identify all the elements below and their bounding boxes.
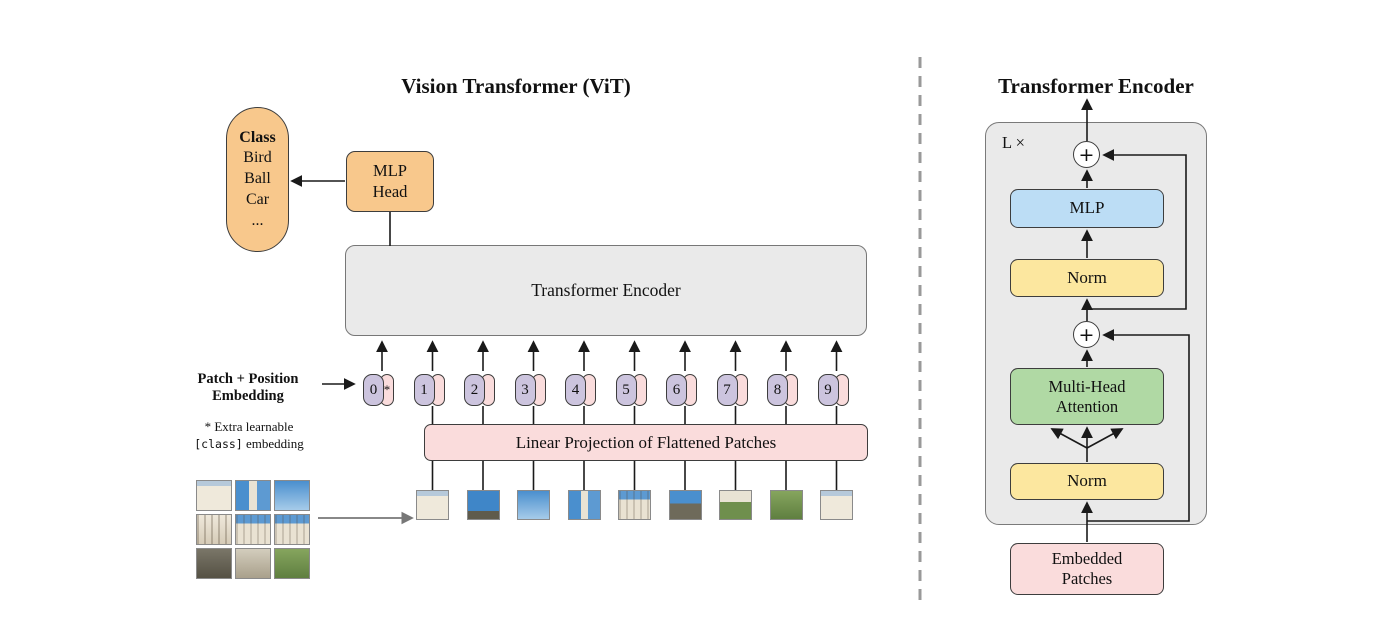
norm-block-top: Norm [1010, 259, 1164, 297]
flattened-patch-3 [517, 490, 550, 520]
patch-position-embedding-label: Patch + Position Embedding [178, 371, 318, 406]
embedding-token-5: 5 [615, 374, 647, 406]
image-patch-cell [274, 514, 310, 545]
position-embedding-0: 0 [363, 374, 384, 406]
flattened-patch-5 [618, 490, 651, 520]
mlp-head-box: MLP Head [346, 151, 434, 212]
position-embedding-9: 9 [817, 374, 839, 406]
extra-learnable-note: * Extra learnable [class] embedding [168, 419, 330, 453]
position-embedding-7: 7 [716, 374, 738, 406]
norm-block-bottom: Norm [1010, 463, 1164, 500]
flattened-patch-1 [416, 490, 449, 520]
position-embedding-1: 1 [413, 374, 435, 406]
embedding-token-8: 8 [767, 374, 798, 406]
class-pill-item: Bird [243, 149, 272, 167]
linear-projection-label: Linear Projection of Flattened Patches [515, 432, 777, 452]
note-line2: [class] embedding [168, 436, 330, 453]
embedded-patches-block: Embedded Patches [1010, 543, 1164, 595]
position-embedding-5: 5 [615, 374, 637, 406]
flattened-patch-7 [719, 490, 752, 520]
position-embedding-4: 4 [565, 374, 586, 406]
embedding-token-6: 6 [666, 374, 697, 406]
image-patch-cell [196, 548, 232, 579]
class-pill-item: Ball [244, 170, 271, 188]
norm-top-label: Norm [1067, 267, 1107, 287]
residual-add-icon: + [1073, 141, 1100, 168]
flattened-patch-2 [466, 490, 500, 520]
class-pill-title: Class [239, 128, 276, 146]
embedding-token-7: 7 [716, 374, 748, 406]
embedding-token-1: 1 [413, 374, 445, 406]
layer-repeat-label: L × [1002, 133, 1025, 152]
embedding-token-9: 9 [817, 374, 849, 406]
class-token-code: [class] [194, 436, 243, 451]
image-patch-cell [235, 514, 271, 545]
position-embedding-3: 3 [514, 374, 536, 406]
transformer-encoder-label: Transformer Encoder [531, 280, 681, 300]
embedding-token-0: 0 * [363, 374, 394, 406]
image-patch-cell [235, 548, 271, 579]
linear-projection-box: Linear Projection of Flattened Patches [424, 424, 868, 461]
encoder-detail-title: Transformer Encoder [998, 74, 1194, 98]
image-patch-cell [196, 514, 232, 545]
embedded-patches-line1: Embedded [1051, 549, 1123, 569]
image-patch-cell [274, 548, 310, 579]
flattened-patch-4 [567, 490, 601, 520]
image-patch-cell [235, 480, 271, 511]
class-pill-item: Car [245, 190, 270, 208]
mlp-block: MLP [1010, 189, 1164, 228]
patch-position-line1: Patch + Position [197, 371, 299, 387]
plus-icon: + [1078, 323, 1095, 346]
flattened-patch-6 [668, 490, 702, 520]
embedding-token-3: 3 [514, 374, 546, 406]
mlp-label: MLP [1069, 198, 1105, 218]
position-embedding-6: 6 [666, 374, 687, 406]
note-line2-suffix: embedding [245, 435, 304, 451]
mlp-head-line1: MLP [373, 160, 407, 180]
mlp-head-line2: Head [372, 181, 408, 201]
flattened-patch-8 [769, 490, 803, 520]
class-pill-item: ... [251, 211, 264, 229]
plus-icon: + [1078, 143, 1095, 166]
norm-bottom-label: Norm [1067, 471, 1107, 491]
mha-line2: Attention [1055, 396, 1119, 416]
patch-position-line2: Embedding [212, 388, 284, 405]
mha-line1: Multi-Head [1048, 376, 1126, 396]
left-panel-connectors [290, 175, 843, 525]
flattened-patch-9 [820, 490, 853, 520]
residual-add-icon: + [1073, 321, 1100, 348]
embedded-patches-line2: Patches [1061, 569, 1113, 588]
image-patch-cell [274, 480, 310, 511]
note-line1: * Extra learnable [204, 419, 294, 434]
position-embedding-8: 8 [767, 374, 788, 406]
class-output-pill: Class Bird Ball Car ... [226, 107, 289, 252]
embedding-token-4: 4 [565, 374, 596, 406]
embedding-token-2: 2 [464, 374, 495, 406]
vit-title: Vision Transformer (ViT) [401, 74, 631, 98]
image-patch-cell [196, 480, 232, 511]
multi-head-attention-block: Multi-Head Attention [1010, 368, 1164, 425]
transformer-encoder-box: Transformer Encoder [345, 245, 867, 336]
input-image-patch-grid [196, 480, 310, 579]
position-embedding-2: 2 [464, 374, 485, 406]
